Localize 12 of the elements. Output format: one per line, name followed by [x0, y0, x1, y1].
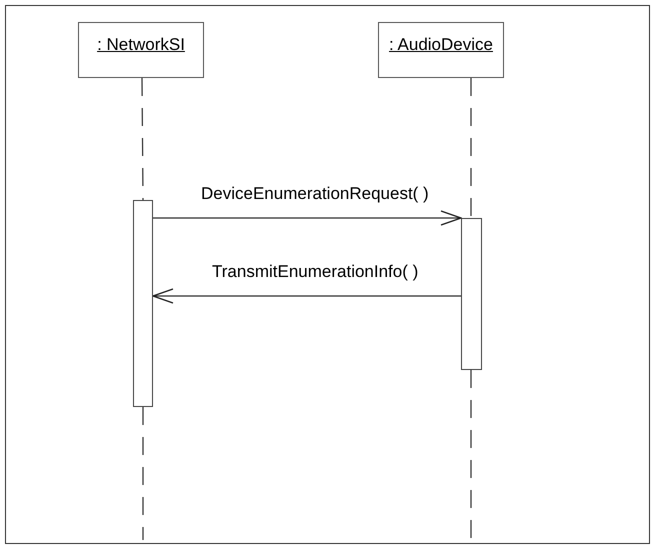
activation-bar	[133, 200, 153, 407]
message-label: DeviceEnumerationRequest( )	[200, 184, 430, 204]
message-arrow	[153, 210, 462, 226]
lifeline-box: : NetworkSI	[78, 22, 204, 78]
activation-bar	[461, 218, 482, 370]
lifeline	[142, 407, 144, 540]
lifeline-box: : AudioDevice	[378, 22, 504, 78]
lifeline	[470, 78, 472, 218]
message-arrow	[152, 288, 461, 304]
lifeline	[470, 370, 472, 540]
lifeline	[141, 78, 144, 200]
message-label: TransmitEnumerationInfo( )	[211, 262, 420, 282]
